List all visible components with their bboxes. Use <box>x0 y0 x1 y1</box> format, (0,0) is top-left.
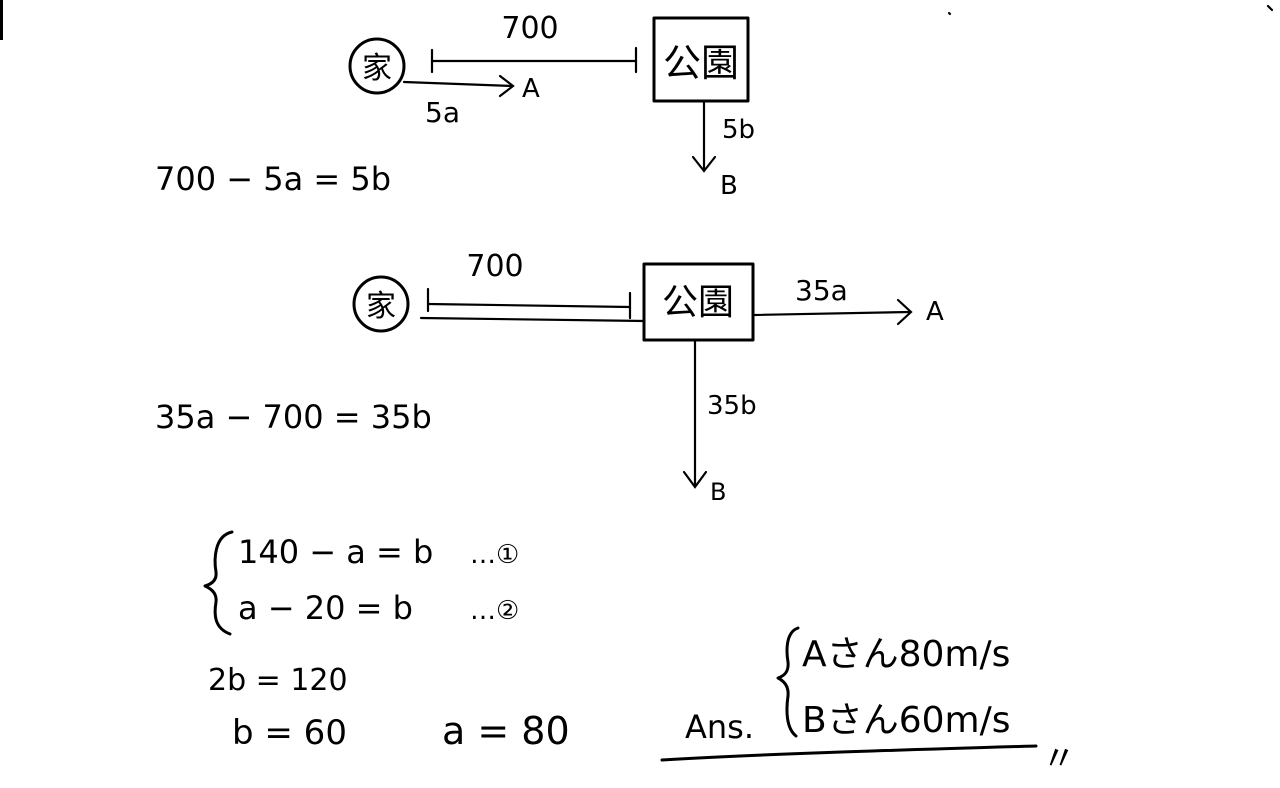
stray-mark <box>1266 4 1274 12</box>
system-eq-2: a − 20 = b <box>238 589 413 627</box>
answer-line-a: Aさん80m/s <box>802 634 1010 675</box>
distance-bar-2 <box>426 302 632 309</box>
a-arrow-head-2 <box>896 298 913 326</box>
distance-label-2: 700 <box>466 249 523 284</box>
b-label-1: B <box>720 171 738 201</box>
house-circle-2 <box>352 275 410 333</box>
answer-end-mark: 〃 <box>1042 739 1076 779</box>
system-eq-1-tag: …① <box>470 540 519 570</box>
path-line-2 <box>419 316 646 323</box>
answer-underline <box>660 744 1038 762</box>
b-distance-label-1: 5b <box>722 115 755 145</box>
house-label-2: 家 <box>366 289 396 324</box>
left-edge-mark <box>0 0 3 40</box>
system-eq-2-tag: …② <box>470 596 519 626</box>
solution-line-3: a = 80 <box>442 709 570 753</box>
house-label-1: 家 <box>362 51 392 86</box>
answer-line-b: Bさん60m/s <box>802 700 1010 741</box>
a-arrow-line-1 <box>402 80 514 88</box>
stray-dot <box>947 11 952 16</box>
a-label-2: A <box>926 297 944 327</box>
diagram-2: 家 700 公園 35a A 35b B 35a − 700 = 35b <box>155 249 944 506</box>
equation-2: 35a − 700 = 35b <box>155 398 432 436</box>
answer-block: Ans. Aさん80m/s Bさん60m/s 〃 <box>660 626 1076 779</box>
solution-line-1: 2b = 120 <box>208 663 348 698</box>
a-arrow-line-2 <box>751 310 912 317</box>
answer-label: Ans. <box>685 708 754 746</box>
b-distance-label-2: 35b <box>707 391 757 421</box>
b-arrow-head-1 <box>691 155 717 173</box>
a-distance-label-2: 35a <box>795 274 848 307</box>
b-label-2: B <box>710 478 726 506</box>
a-arrow-head-1 <box>498 74 515 98</box>
a-label-1: A <box>522 74 540 104</box>
park-label-2: 公園 <box>662 282 734 323</box>
park-box-2 <box>642 262 755 342</box>
house-circle-1 <box>348 37 406 95</box>
diagram-1: 家 700 A 5a 公園 5b B 700 − 5a = 5b <box>155 11 755 201</box>
answer-brace <box>776 626 800 738</box>
equation-system: 140 − a = b …① a − 20 = b …② <box>203 530 519 636</box>
b-arrow-head-2 <box>682 470 708 489</box>
equation-1: 700 − 5a = 5b <box>155 160 391 198</box>
solution-steps: 2b = 120 b = 60 a = 80 <box>208 663 570 753</box>
a-distance-label-1: 5a <box>425 96 460 129</box>
system-eq-1: 140 − a = b <box>238 533 433 571</box>
solution-line-2: b = 60 <box>232 713 347 753</box>
park-label-1: 公園 <box>663 41 739 85</box>
distance-label-1: 700 <box>501 11 558 46</box>
system-brace <box>203 530 234 636</box>
park-box-1 <box>652 16 750 103</box>
